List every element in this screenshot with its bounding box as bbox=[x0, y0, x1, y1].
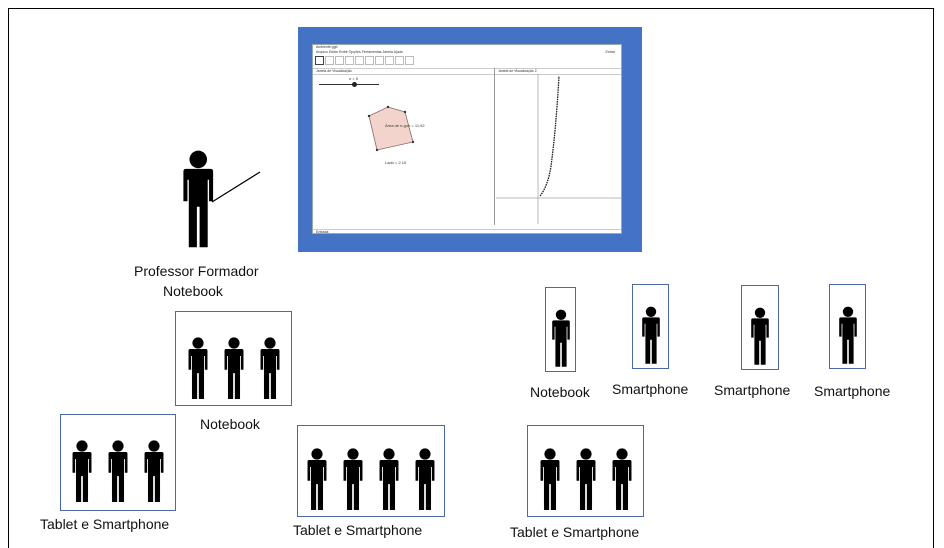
tool-button[interactable] bbox=[365, 56, 374, 65]
person-icon bbox=[144, 440, 164, 502]
student-single-smartphone-3 bbox=[829, 284, 866, 369]
window-title-bar: Ambiente.ggb bbox=[313, 45, 621, 50]
person-icon bbox=[108, 440, 128, 502]
person-icon bbox=[307, 448, 327, 510]
vertex-point[interactable] bbox=[386, 105, 390, 109]
vertex-point[interactable] bbox=[403, 110, 407, 114]
geogebra-window: Ambiente.ggb Arquivo Editar Exibir Opçõe… bbox=[312, 44, 622, 234]
person-icon bbox=[751, 307, 769, 365]
slider-handle[interactable] bbox=[352, 82, 357, 87]
student-single-notebook bbox=[545, 287, 576, 372]
projection-screen: Ambiente.ggb Arquivo Editar Exibir Opçõe… bbox=[298, 27, 642, 252]
tool-button[interactable] bbox=[345, 56, 354, 65]
student-group-tablet-1 bbox=[60, 414, 176, 511]
person-icon bbox=[72, 440, 92, 502]
vertex-point[interactable] bbox=[375, 148, 379, 152]
person-icon bbox=[576, 448, 595, 510]
tool-button[interactable] bbox=[375, 56, 384, 65]
professor-role-label: Professor Formador bbox=[134, 263, 259, 279]
tool-button[interactable] bbox=[395, 56, 404, 65]
student-group-tablet-3 bbox=[527, 425, 644, 517]
professor-figure bbox=[183, 150, 261, 248]
group-label: Tablet e Smartphone bbox=[293, 522, 423, 538]
single-label: Smartphone bbox=[612, 381, 689, 397]
person-icon bbox=[551, 309, 570, 367]
student-group-notebook bbox=[175, 311, 292, 406]
person-icon bbox=[224, 337, 243, 399]
tool-button[interactable] bbox=[405, 56, 414, 65]
login-link[interactable]: Entrar bbox=[605, 50, 615, 54]
group-label: Tablet e Smartphone bbox=[40, 516, 170, 532]
slider-track bbox=[319, 84, 379, 85]
person-icon bbox=[612, 448, 631, 510]
toolbar bbox=[315, 56, 425, 66]
single-label: Notebook bbox=[530, 384, 590, 400]
tool-button[interactable] bbox=[315, 56, 324, 65]
person-icon bbox=[343, 448, 363, 510]
group-label: Notebook bbox=[200, 416, 260, 432]
vertex-point[interactable] bbox=[411, 140, 415, 144]
person-icon bbox=[188, 337, 207, 399]
panel-divider bbox=[494, 68, 495, 225]
student-single-smartphone-2 bbox=[741, 285, 779, 370]
pointer-stick bbox=[211, 171, 261, 203]
right-panel-title: Janela de Visualização 2 bbox=[498, 69, 537, 73]
single-label: Smartphone bbox=[714, 382, 791, 398]
side-label: Lado = 2.10 bbox=[385, 160, 407, 165]
tool-button[interactable] bbox=[385, 56, 394, 65]
right-panel-header: Janela de Visualização 2 bbox=[495, 68, 621, 75]
tool-button[interactable] bbox=[325, 56, 334, 65]
student-single-smartphone-1 bbox=[632, 284, 669, 369]
menu-items: Arquivo Editar Exibir Opções Ferramentas… bbox=[316, 50, 403, 54]
input-label: Entrada: bbox=[316, 230, 330, 234]
person-icon bbox=[379, 448, 399, 510]
menu-bar: Arquivo Editar Exibir Opções Ferramentas… bbox=[313, 50, 621, 55]
vertex-point[interactable] bbox=[367, 114, 371, 118]
window-title: Ambiente.ggb bbox=[316, 45, 338, 49]
person-icon bbox=[838, 306, 857, 364]
graph-curve bbox=[539, 75, 560, 197]
polygon-shape bbox=[368, 106, 414, 151]
left-panel-title: Janela de Visualização bbox=[316, 69, 352, 73]
tool-button[interactable] bbox=[335, 56, 344, 65]
student-group-tablet-2 bbox=[297, 425, 445, 517]
single-label: Smartphone bbox=[814, 383, 891, 399]
person-icon bbox=[641, 306, 660, 364]
polygon-canvas bbox=[367, 105, 415, 152]
tool-button[interactable] bbox=[355, 56, 364, 65]
slider-label: n = 5 bbox=[349, 76, 359, 81]
person-icon bbox=[183, 150, 214, 248]
diagram-frame bbox=[8, 8, 934, 548]
input-bar[interactable]: Entrada: bbox=[313, 229, 621, 234]
person-icon bbox=[260, 337, 279, 399]
left-panel-header: Janela de Visualização bbox=[313, 68, 496, 75]
person-icon bbox=[540, 448, 559, 510]
group-label: Tablet e Smartphone bbox=[510, 524, 640, 540]
slider[interactable]: n = 5 bbox=[319, 76, 379, 88]
area-label: Área de n-gon = 11.92 bbox=[385, 123, 425, 128]
graph-canvas bbox=[496, 74, 621, 224]
professor-device-label: Notebook bbox=[163, 283, 223, 299]
person-icon bbox=[415, 448, 435, 510]
